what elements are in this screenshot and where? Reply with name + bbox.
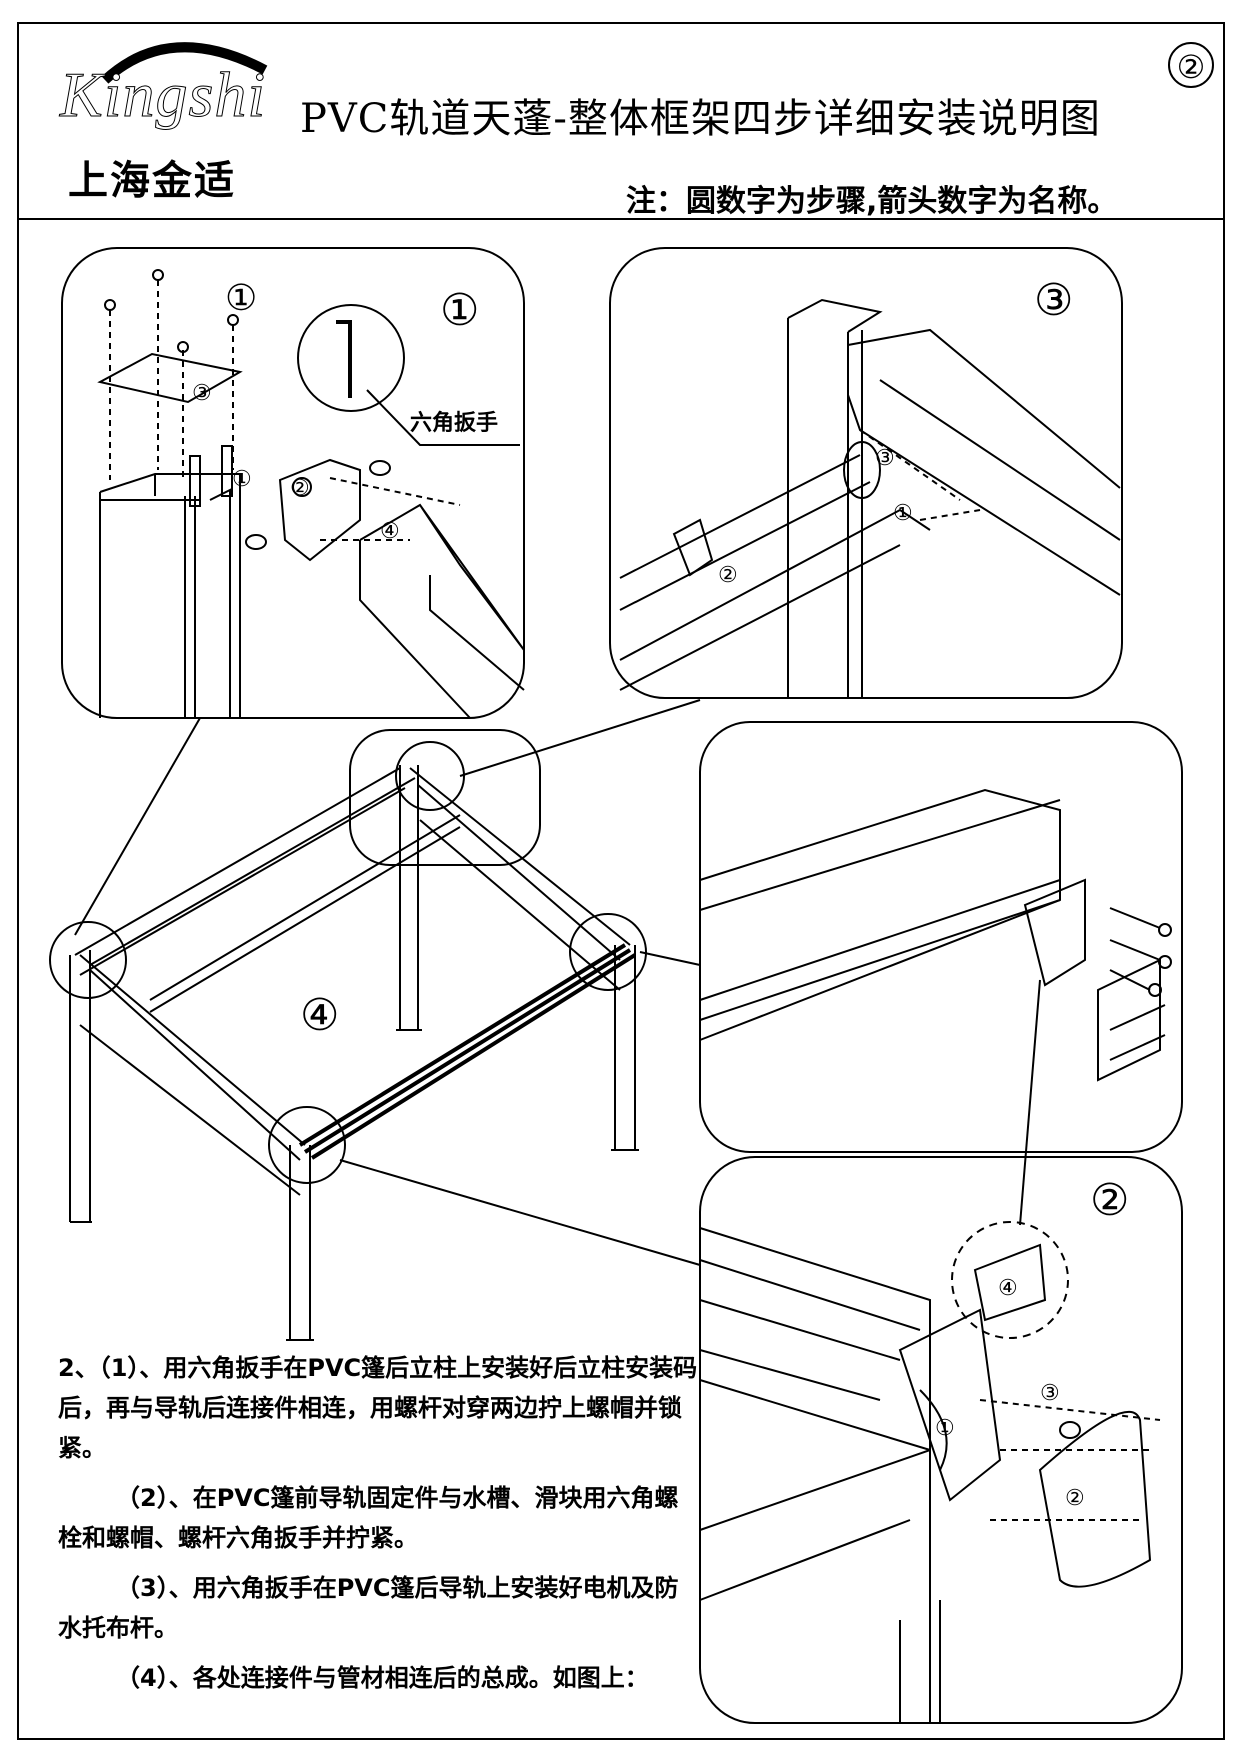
- step2-label: ②: [1090, 1175, 1129, 1226]
- svg-text:②: ②: [718, 563, 738, 588]
- step-labels: ① ③ ④ ②: [300, 275, 1129, 1226]
- svg-text:③: ③: [192, 381, 212, 406]
- legend-note: 注：圆数字为步骤,箭头数字为名称。: [626, 184, 1118, 219]
- instruction-3: （3）、用六角扳手在PVC篷后导轨上安装好电机及防水托布杆。: [58, 1574, 679, 1642]
- logo-wordmark: Kingshi: [59, 59, 267, 131]
- panel3-callouts: ① ② ③: [718, 446, 913, 588]
- svg-text:①: ①: [935, 1416, 955, 1441]
- svg-text:④: ④: [998, 1276, 1018, 1301]
- panel-step2: [699, 1156, 1183, 1724]
- header-divider: [17, 218, 1225, 220]
- panel2-callouts: ① ② ③ ④: [935, 1276, 1085, 1511]
- logo-arc-icon: [101, 42, 268, 84]
- svg-text:③: ③: [1040, 1381, 1060, 1406]
- step1-label: ①: [440, 285, 479, 336]
- svg-text:①: ①: [225, 278, 257, 319]
- page-number: ②: [1168, 42, 1214, 88]
- panel-step1: [61, 247, 525, 719]
- page-title: PVC轨道天蓬-整体框架四步详细安装说明图: [300, 96, 1101, 142]
- svg-text:②: ②: [290, 476, 310, 501]
- svg-text:①: ①: [893, 501, 913, 526]
- instruction-1: 2、（1）、用六角扳手在PVC篷后立柱上安装好后立柱安装码后，再与导轨后连接件相…: [58, 1354, 698, 1462]
- instruction-4: （4）、各处连接件与管材相连后的总成。如图上：: [116, 1664, 649, 1692]
- page-border: [17, 22, 1225, 1740]
- svg-text:②: ②: [1065, 1486, 1085, 1511]
- panel-step4-frame: [49, 699, 701, 1341]
- svg-text:④: ④: [380, 519, 400, 544]
- step3-label: ③: [1034, 275, 1073, 326]
- svg-text:①: ①: [232, 467, 252, 492]
- wrench-label: 六角扳手: [410, 410, 498, 436]
- panel-bracket-detail: [699, 721, 1183, 1226]
- step4-label: ④: [300, 990, 339, 1041]
- svg-text:③: ③: [875, 446, 895, 471]
- logo-chinese-name: 上海金适: [68, 158, 236, 204]
- panel-step3: [609, 247, 1123, 699]
- instructions-block: 2、（1）、用六角扳手在PVC篷后立柱上安装好后立柱安装码后，再与导轨后连接件相…: [58, 1348, 698, 1708]
- panel1-callouts: ① ② ③ ④ ①: [192, 278, 400, 544]
- instruction-2: （2）、在PVC篷前导轨固定件与水槽、滑块用六角螺栓和螺帽、螺杆六角扳手并拧紧。: [58, 1484, 679, 1552]
